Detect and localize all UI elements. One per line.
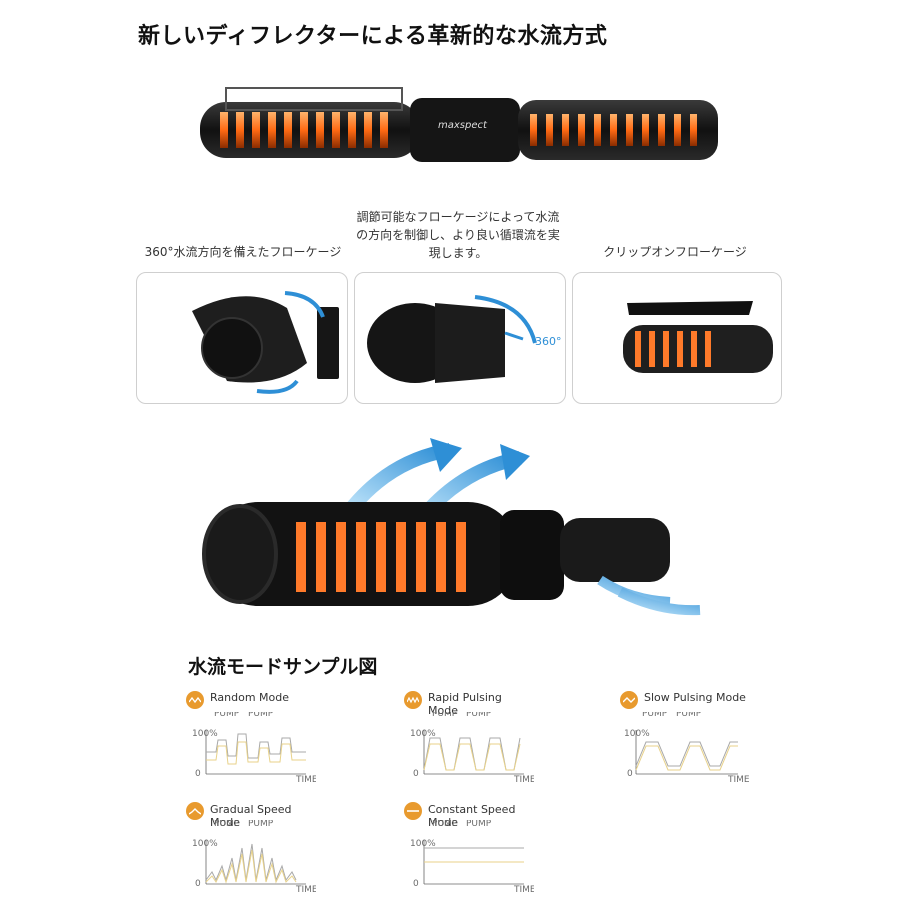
svg-text:100%: 100%: [192, 729, 218, 739]
svg-text:0: 0: [413, 769, 419, 779]
svg-text:100%: 100%: [410, 839, 436, 849]
legend-pump-a: PUMP: [214, 712, 240, 719]
legend-pump-b: PUMP: [248, 712, 274, 719]
slow-pulse-icon: [620, 691, 638, 709]
mode-panel-constant: Constant Speed Mode PUMP PUMP 100% 0 TIM…: [404, 800, 534, 900]
svg-text:PUMP: PUMP: [642, 712, 668, 719]
constant-speed-icon: [404, 802, 422, 820]
mode-chart: PUMP PUMP 100% 0 TIME: [410, 712, 534, 785]
mode-chart: PUMP PUMP 100% 0 TIME: [192, 712, 316, 785]
feature-card-360: [136, 272, 348, 404]
svg-text:TIME: TIME: [513, 885, 534, 895]
mode-panel-rapid: Rapid Pulsing Mode PUMP PUMP 100% 0 TIME: [404, 688, 534, 788]
adjustable-cage-illustration: [367, 295, 537, 383]
svg-text:PUMP: PUMP: [676, 712, 702, 719]
clipon-cage-illustration: [623, 301, 773, 373]
mode-title: Constant Speed Mode: [428, 803, 516, 829]
svg-text:TIME: TIME: [295, 775, 316, 785]
svg-text:TIME: TIME: [513, 775, 534, 785]
rapid-pulse-icon: [404, 691, 422, 709]
brand-logo: maxspect: [438, 120, 487, 131]
pump-hero-image: maxspect: [200, 82, 720, 172]
svg-text:PUMP: PUMP: [466, 820, 492, 829]
svg-text:PUMP: PUMP: [248, 820, 274, 829]
gradual-speed-icon: [186, 802, 204, 820]
page-title: 新しいディフレクターによる革新的な水流方式: [138, 24, 608, 49]
mode-title: Slow Pulsing Mode: [644, 691, 746, 704]
svg-text:0: 0: [413, 879, 419, 889]
svg-text:TIME: TIME: [727, 775, 750, 785]
mode-panel-gradual: Gradual Speed Mode PUMP PUMP 100% 0 TIME: [186, 800, 316, 900]
feature-card-adjustable: 360°: [354, 272, 566, 404]
mode-title: Rapid Pulsing Mode: [428, 691, 502, 717]
pump-flow-image: [200, 430, 710, 630]
svg-text:PUMP: PUMP: [214, 820, 240, 829]
random-wave-icon: [186, 691, 204, 709]
mode-chart: PUMP PUMP 100% 0 TIME: [410, 820, 534, 895]
flow-direction-illustration: [202, 438, 701, 616]
svg-text:0: 0: [195, 769, 201, 779]
feature-caption-clipon: クリップオンフローケージ: [603, 245, 747, 259]
mode-chart: PUMP PUMP 100% 0 TIME: [624, 712, 750, 785]
svg-text:100%: 100%: [192, 839, 218, 849]
svg-text:PUMP: PUMP: [432, 712, 458, 719]
pump-illustration: [200, 87, 718, 162]
svg-text:TIME: TIME: [295, 885, 316, 895]
mode-title: Gradual Speed Mode: [210, 803, 292, 829]
svg-text:PUMP: PUMP: [432, 820, 458, 829]
svg-text:100%: 100%: [624, 729, 650, 739]
svg-text:100%: 100%: [410, 729, 436, 739]
mode-panel-slow: Slow Pulsing Mode PUMP PUMP 100% 0 TIME: [620, 688, 750, 788]
svg-text:PUMP: PUMP: [466, 712, 492, 719]
feature-card-clipon: [572, 272, 782, 404]
mode-title: Random Mode: [210, 691, 290, 704]
svg-text:0: 0: [195, 879, 201, 889]
mode-panel-random: Random Mode PUMP PUMP 100% 0 TIME: [186, 688, 316, 788]
rotation-badge: 360°: [535, 335, 562, 348]
modes-section-title: 水流モードサンプル図: [188, 656, 378, 678]
feature-caption-adjustable: 調節可能なフローケージによって水流の方向を制御し、より良い循環流を実現します。: [356, 210, 560, 260]
feature-caption-360: 360°水流方向を備えたフローケージ: [144, 245, 342, 259]
mode-chart: PUMP PUMP 100% 0 TIME: [192, 820, 316, 895]
flow-cage-360-illustration: [192, 291, 339, 394]
svg-text:0: 0: [627, 769, 633, 779]
